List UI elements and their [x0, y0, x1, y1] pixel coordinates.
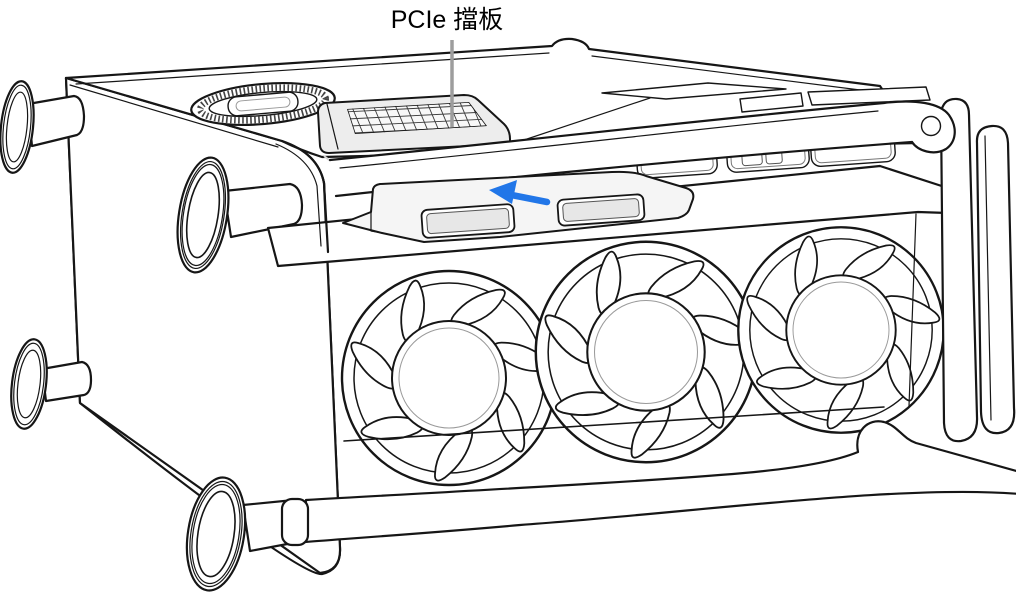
- rear-upright-tubes: [939, 97, 1016, 443]
- fan-center: [536, 242, 756, 462]
- foot-top-left: [0, 80, 86, 174]
- top-slot-cover-2: [807, 86, 931, 106]
- tube-end-cap: [280, 497, 310, 547]
- fan-right: [738, 227, 943, 432]
- arrow-head: [489, 180, 517, 204]
- fan-bay-floor-edge: [343, 406, 885, 442]
- foot-bottom-left: [10, 338, 93, 430]
- bottom-frame-tube: [280, 420, 1016, 547]
- pcie-blank-bracket: [342, 170, 695, 243]
- foot-mid: [176, 156, 304, 274]
- fan-assembly: [342, 227, 944, 485]
- handle-hook-hole: [920, 115, 942, 137]
- slide-direction-arrow-icon: [489, 180, 551, 206]
- top-face-wedge: [601, 82, 787, 100]
- callout: PCIe 擋板: [391, 6, 504, 127]
- top-handle-rail: [328, 100, 956, 198]
- top-slot-cover-1: [739, 92, 804, 113]
- pcie-blank-label: PCIe 擋板: [391, 6, 504, 34]
- bracket-window: [556, 193, 646, 227]
- panel-corner-edge: [275, 139, 330, 254]
- bracket-window: [420, 203, 516, 239]
- twist-latch: [190, 82, 336, 126]
- fan-left: [342, 271, 556, 485]
- pcie-blank-vent-module: [317, 94, 511, 154]
- arrow-shaft: [505, 191, 551, 206]
